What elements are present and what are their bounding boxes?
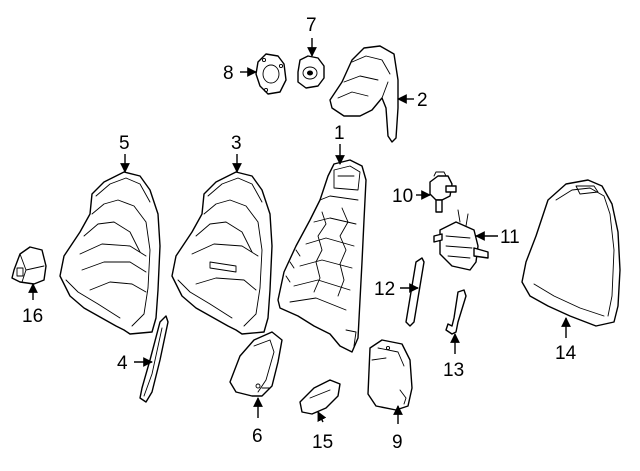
callout-1: 1: [334, 123, 345, 165]
callout-10: 10: [392, 186, 431, 207]
svg-text:15: 15: [312, 432, 333, 453]
part-2-back-trim-panel: [329, 45, 399, 143]
callout-2: 2: [397, 90, 428, 111]
svg-text:13: 13: [443, 360, 464, 381]
callout-6: 6: [252, 397, 263, 447]
callout-11: 11: [475, 227, 520, 248]
part-15-foam-pad: [299, 379, 341, 415]
callout-15: 15: [312, 411, 333, 453]
svg-text:5: 5: [119, 133, 130, 154]
svg-text:10: 10: [392, 186, 413, 207]
svg-text:7: 7: [306, 15, 317, 36]
callout-5: 5: [119, 133, 130, 173]
part-8-guide-plate: [255, 53, 287, 95]
svg-text:12: 12: [374, 279, 395, 300]
part-13-retaining-wire: [445, 289, 467, 335]
callout-9: 9: [392, 405, 403, 453]
part-1-seat-back-frame: [277, 159, 367, 353]
svg-text:14: 14: [555, 343, 577, 364]
svg-text:2: 2: [417, 90, 428, 111]
part-12-trim-strip: [405, 257, 425, 327]
part-4-side-trim: [139, 315, 169, 403]
part-10-switch-connector: [429, 171, 457, 213]
callout-4: 4: [117, 353, 153, 374]
svg-text:8: 8: [223, 63, 234, 84]
svg-text:9: 9: [392, 432, 403, 453]
part-11-lumbar-adjuster: [433, 209, 489, 271]
svg-text:16: 16: [22, 306, 43, 327]
callout-7: 7: [306, 15, 317, 57]
part-9-control-module: [367, 339, 413, 411]
svg-text:1: 1: [334, 123, 345, 144]
part-16-latch-cover: [11, 246, 47, 285]
callout-13: 13: [443, 333, 464, 381]
part-3-seat-back-cover: [171, 171, 273, 335]
callout-3: 3: [231, 133, 242, 173]
part-14-rear-back-panel: [521, 179, 621, 327]
callout-8: 8: [223, 63, 257, 84]
svg-text:3: 3: [231, 133, 242, 154]
part-7-headrest-guide: [297, 55, 325, 89]
svg-text:4: 4: [117, 353, 128, 374]
svg-text:11: 11: [500, 227, 520, 248]
callout-12: 12: [374, 279, 419, 300]
callout-14: 14: [555, 317, 577, 364]
callout-16: 16: [22, 283, 43, 327]
part-6-side-shield: [229, 331, 283, 397]
svg-text:6: 6: [252, 426, 263, 447]
part-5-seat-back-cover: [59, 171, 161, 335]
